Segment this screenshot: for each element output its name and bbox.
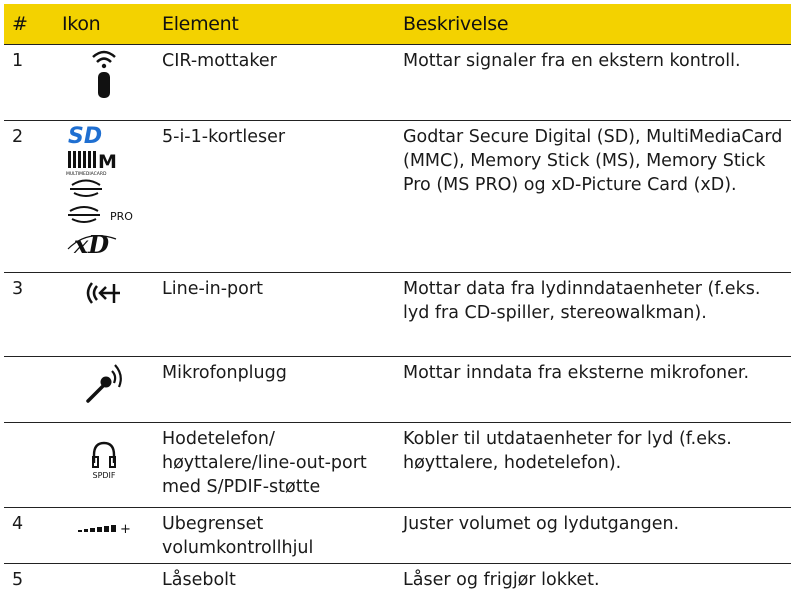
row-description: Låser og frigjør lokket. xyxy=(395,563,791,594)
row-description: Mottar signaler fra en ekstern kontroll. xyxy=(395,44,791,121)
row-element: 5-i-1-kortleser xyxy=(154,120,395,273)
header-number: # xyxy=(4,4,54,45)
table-row: 1 CIR-mottaker Mottar signaler fra en ek… xyxy=(4,44,791,121)
svg-text:M: M xyxy=(98,151,117,173)
row-element: Line-in-port xyxy=(154,272,395,357)
table-row: 3 Line-in-port Mottar data fra lydinndat… xyxy=(4,272,791,357)
row-number: 5 xyxy=(4,563,54,594)
icon-cell: SD M MULTIMEDIACARD PRO xD xyxy=(54,120,154,273)
card-reader-logos-icon: SD M MULTIMEDIACARD PRO xD xyxy=(66,124,133,259)
icon-cell xyxy=(54,272,154,357)
row-element: Låsebolt xyxy=(154,563,395,594)
header-element: Element xyxy=(154,4,395,45)
row-number: 1 xyxy=(4,44,54,121)
row-number: 2 xyxy=(4,120,54,273)
row-description: Godtar Secure Digital (SD), MultiMediaCa… xyxy=(395,120,791,273)
icon-cell xyxy=(54,563,154,594)
icon-cell: + xyxy=(54,507,154,564)
row-number xyxy=(4,356,54,423)
row-number: 4 xyxy=(4,507,54,564)
row-description: Juster volumet og lydutgangen. xyxy=(395,507,791,564)
table-header-row: # Ikon Element Beskrivelse xyxy=(4,4,791,45)
table-row: SPDIF Hodetelefon/ høyttalere/line-out-p… xyxy=(4,422,791,508)
header-icon: Ikon xyxy=(54,4,154,45)
components-table: # Ikon Element Beskrivelse 1 CIR-mottake… xyxy=(4,4,791,594)
icon-cell xyxy=(54,44,154,121)
table-row: Mikrofonplugg Mottar inndata fra ekstern… xyxy=(4,356,791,423)
ms-pro-text: PRO xyxy=(110,210,133,223)
row-description: Kobler til utdataenheter for lyd (f.eks.… xyxy=(395,422,791,508)
table-row: 5 Låsebolt Låser og frigjør lokket. xyxy=(4,563,791,594)
row-description: Mottar inndata fra eksterne mikrofoner. xyxy=(395,356,791,423)
icon-cell xyxy=(54,356,154,423)
row-number xyxy=(4,422,54,508)
sd-logo-text: SD xyxy=(68,124,102,149)
line-in-icon xyxy=(86,282,120,304)
spdif-text: SPDIF xyxy=(92,471,115,480)
row-element: CIR-mottaker xyxy=(154,44,395,121)
row-description: Mottar data fra lydinndataenheter (f.eks… xyxy=(395,272,791,357)
row-number: 3 xyxy=(4,272,54,357)
table-row: 2 SD M MULTIMEDIACARD xyxy=(4,120,791,273)
row-element: Ubegrenset volumkontrollhjul xyxy=(154,507,395,564)
headphone-spdif-icon: SPDIF xyxy=(92,441,116,480)
microphone-icon xyxy=(86,364,122,403)
volume-wheel-icon: + xyxy=(78,522,131,537)
table-row: 4 + Ubegrenset volumkontrollhjul Juster … xyxy=(4,507,791,564)
row-element: Mikrofonplugg xyxy=(154,356,395,423)
plus-text: + xyxy=(120,522,131,537)
xd-logo-text: xD xyxy=(73,230,109,259)
row-element: Hodetelefon/ høyttalere/line-out-port me… xyxy=(154,422,395,508)
remote-receiver-icon xyxy=(92,50,116,98)
mmc-logo-text: MULTIMEDIACARD xyxy=(66,171,107,177)
header-description: Beskrivelse xyxy=(395,4,791,45)
icon-cell: SPDIF xyxy=(54,422,154,508)
